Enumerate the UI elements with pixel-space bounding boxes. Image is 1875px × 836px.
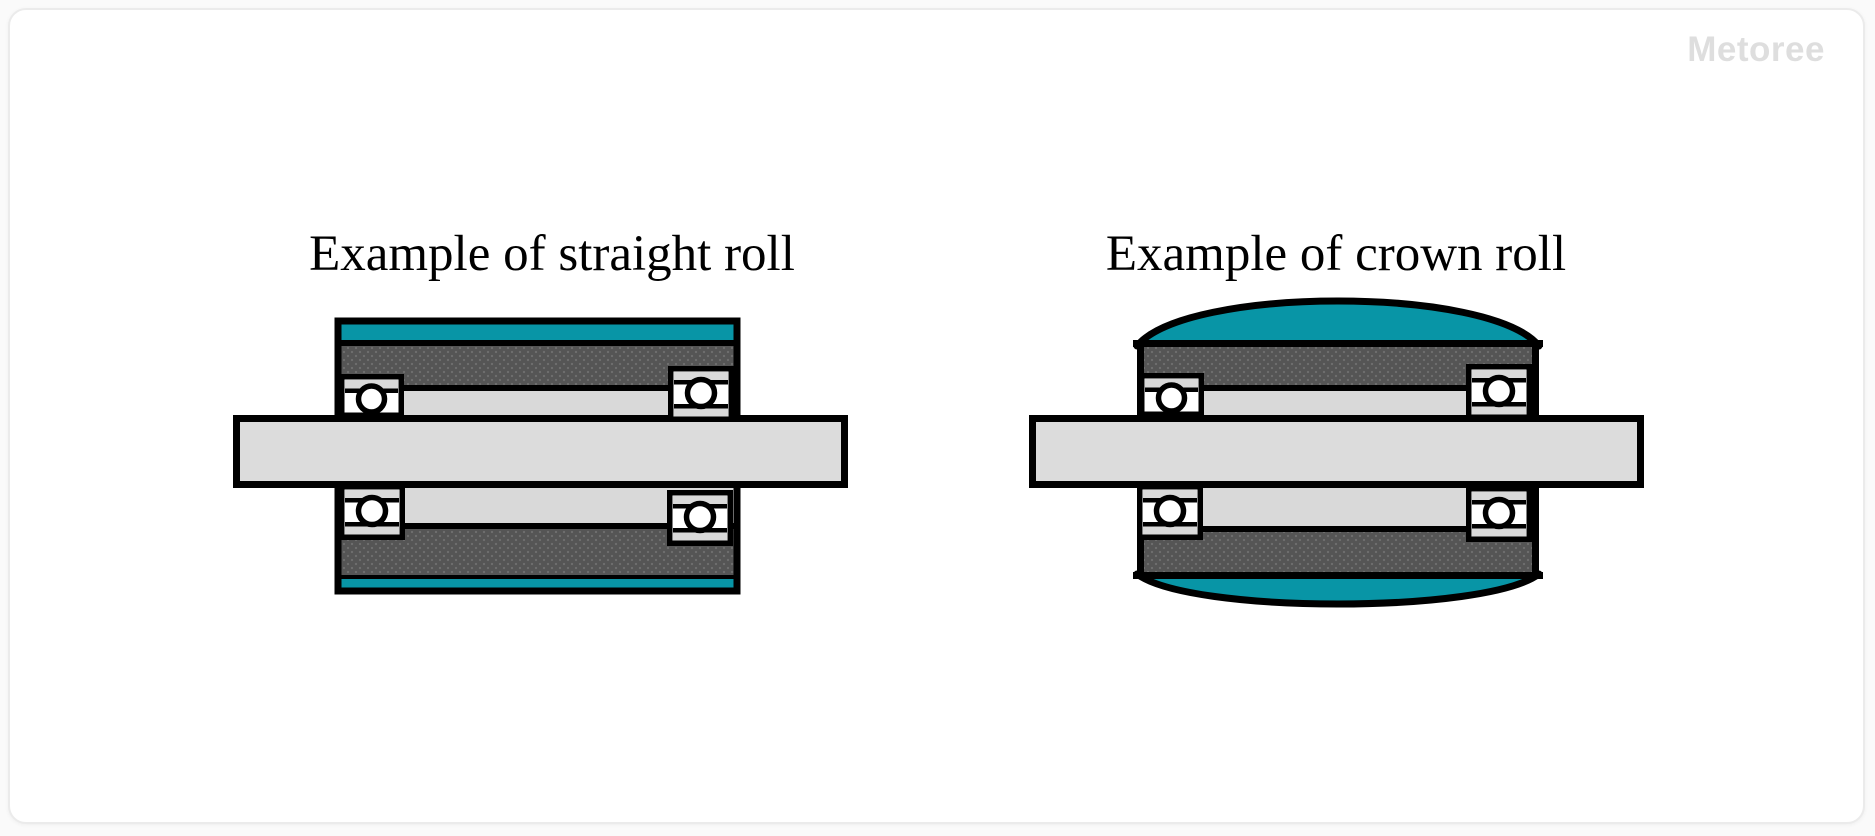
- metoree-watermark: Metoree: [1687, 30, 1825, 69]
- shaft: [233, 415, 848, 488]
- divider-line: [1144, 385, 1532, 391]
- crown-surface-bottom: [1133, 570, 1543, 608]
- shaft: [1029, 415, 1644, 488]
- divider-line: [1133, 340, 1543, 347]
- divider-line: [341, 340, 734, 346]
- divider-line: [341, 523, 734, 529]
- divider-line: [1133, 572, 1543, 579]
- bearing-bottom-left: [1140, 487, 1201, 538]
- bearing-top-left: [342, 377, 402, 416]
- roll-surface-top: [341, 324, 734, 341]
- bearing-bottom-right: [1469, 489, 1530, 540]
- divider-line: [341, 385, 734, 391]
- straight-roll-diagram: [233, 317, 848, 595]
- crown-roll-diagram: [1029, 297, 1644, 608]
- straight-roll-title: Example of straight roll: [309, 226, 795, 282]
- divider-line: [1144, 526, 1532, 532]
- bearing-bottom-right: [670, 493, 731, 544]
- bearing-top-right: [671, 369, 732, 420]
- divider-line: [341, 575, 734, 580]
- bearing-top-left: [1142, 376, 1202, 415]
- crown-surface-top: [1133, 297, 1543, 350]
- bearing-bottom-left: [342, 487, 403, 538]
- bearing-top-right: [1469, 367, 1530, 418]
- content-card: Example of straight roll Example of crow…: [8, 8, 1865, 824]
- crown-roll-title: Example of crown roll: [1105, 226, 1567, 282]
